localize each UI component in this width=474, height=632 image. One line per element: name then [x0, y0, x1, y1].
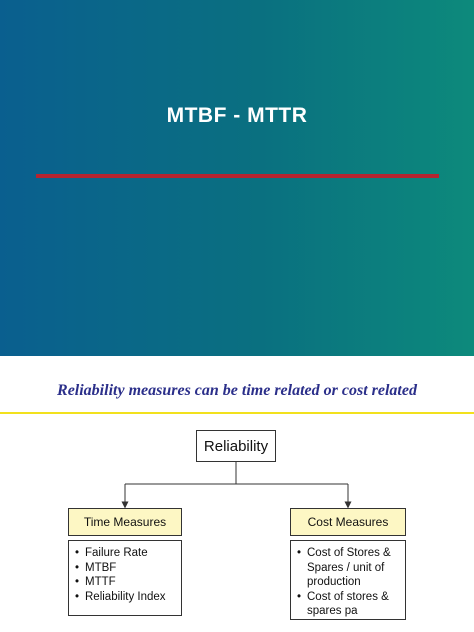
time-measures-list: Failure Rate MTBF MTTF Reliability Index: [68, 540, 182, 616]
cost-measures-heading: Cost Measures: [290, 508, 406, 536]
time-measure-item: MTBF: [75, 561, 177, 576]
time-measure-item: MTTF: [75, 575, 177, 590]
time-measure-item: Reliability Index: [75, 590, 177, 605]
time-measures-heading: Time Measures: [68, 508, 182, 536]
title-underline: [36, 174, 439, 178]
time-measure-item: Failure Rate: [75, 546, 177, 561]
cost-measures-list: Cost of Stores & Spares / unit of produc…: [290, 540, 406, 620]
cost-measure-item: Cost of Stores & Spares / unit of produc…: [297, 546, 401, 590]
slide-title: MTBF - MTTR: [166, 104, 308, 127]
title-slide: MTBF - MTTR: [0, 0, 474, 356]
reliability-node: Reliability: [196, 430, 276, 462]
divider-line: [0, 412, 474, 414]
slide-subtitle: Reliability measures can be time related…: [57, 382, 417, 399]
cost-measure-item: Cost of stores & spares pa: [297, 590, 401, 619]
